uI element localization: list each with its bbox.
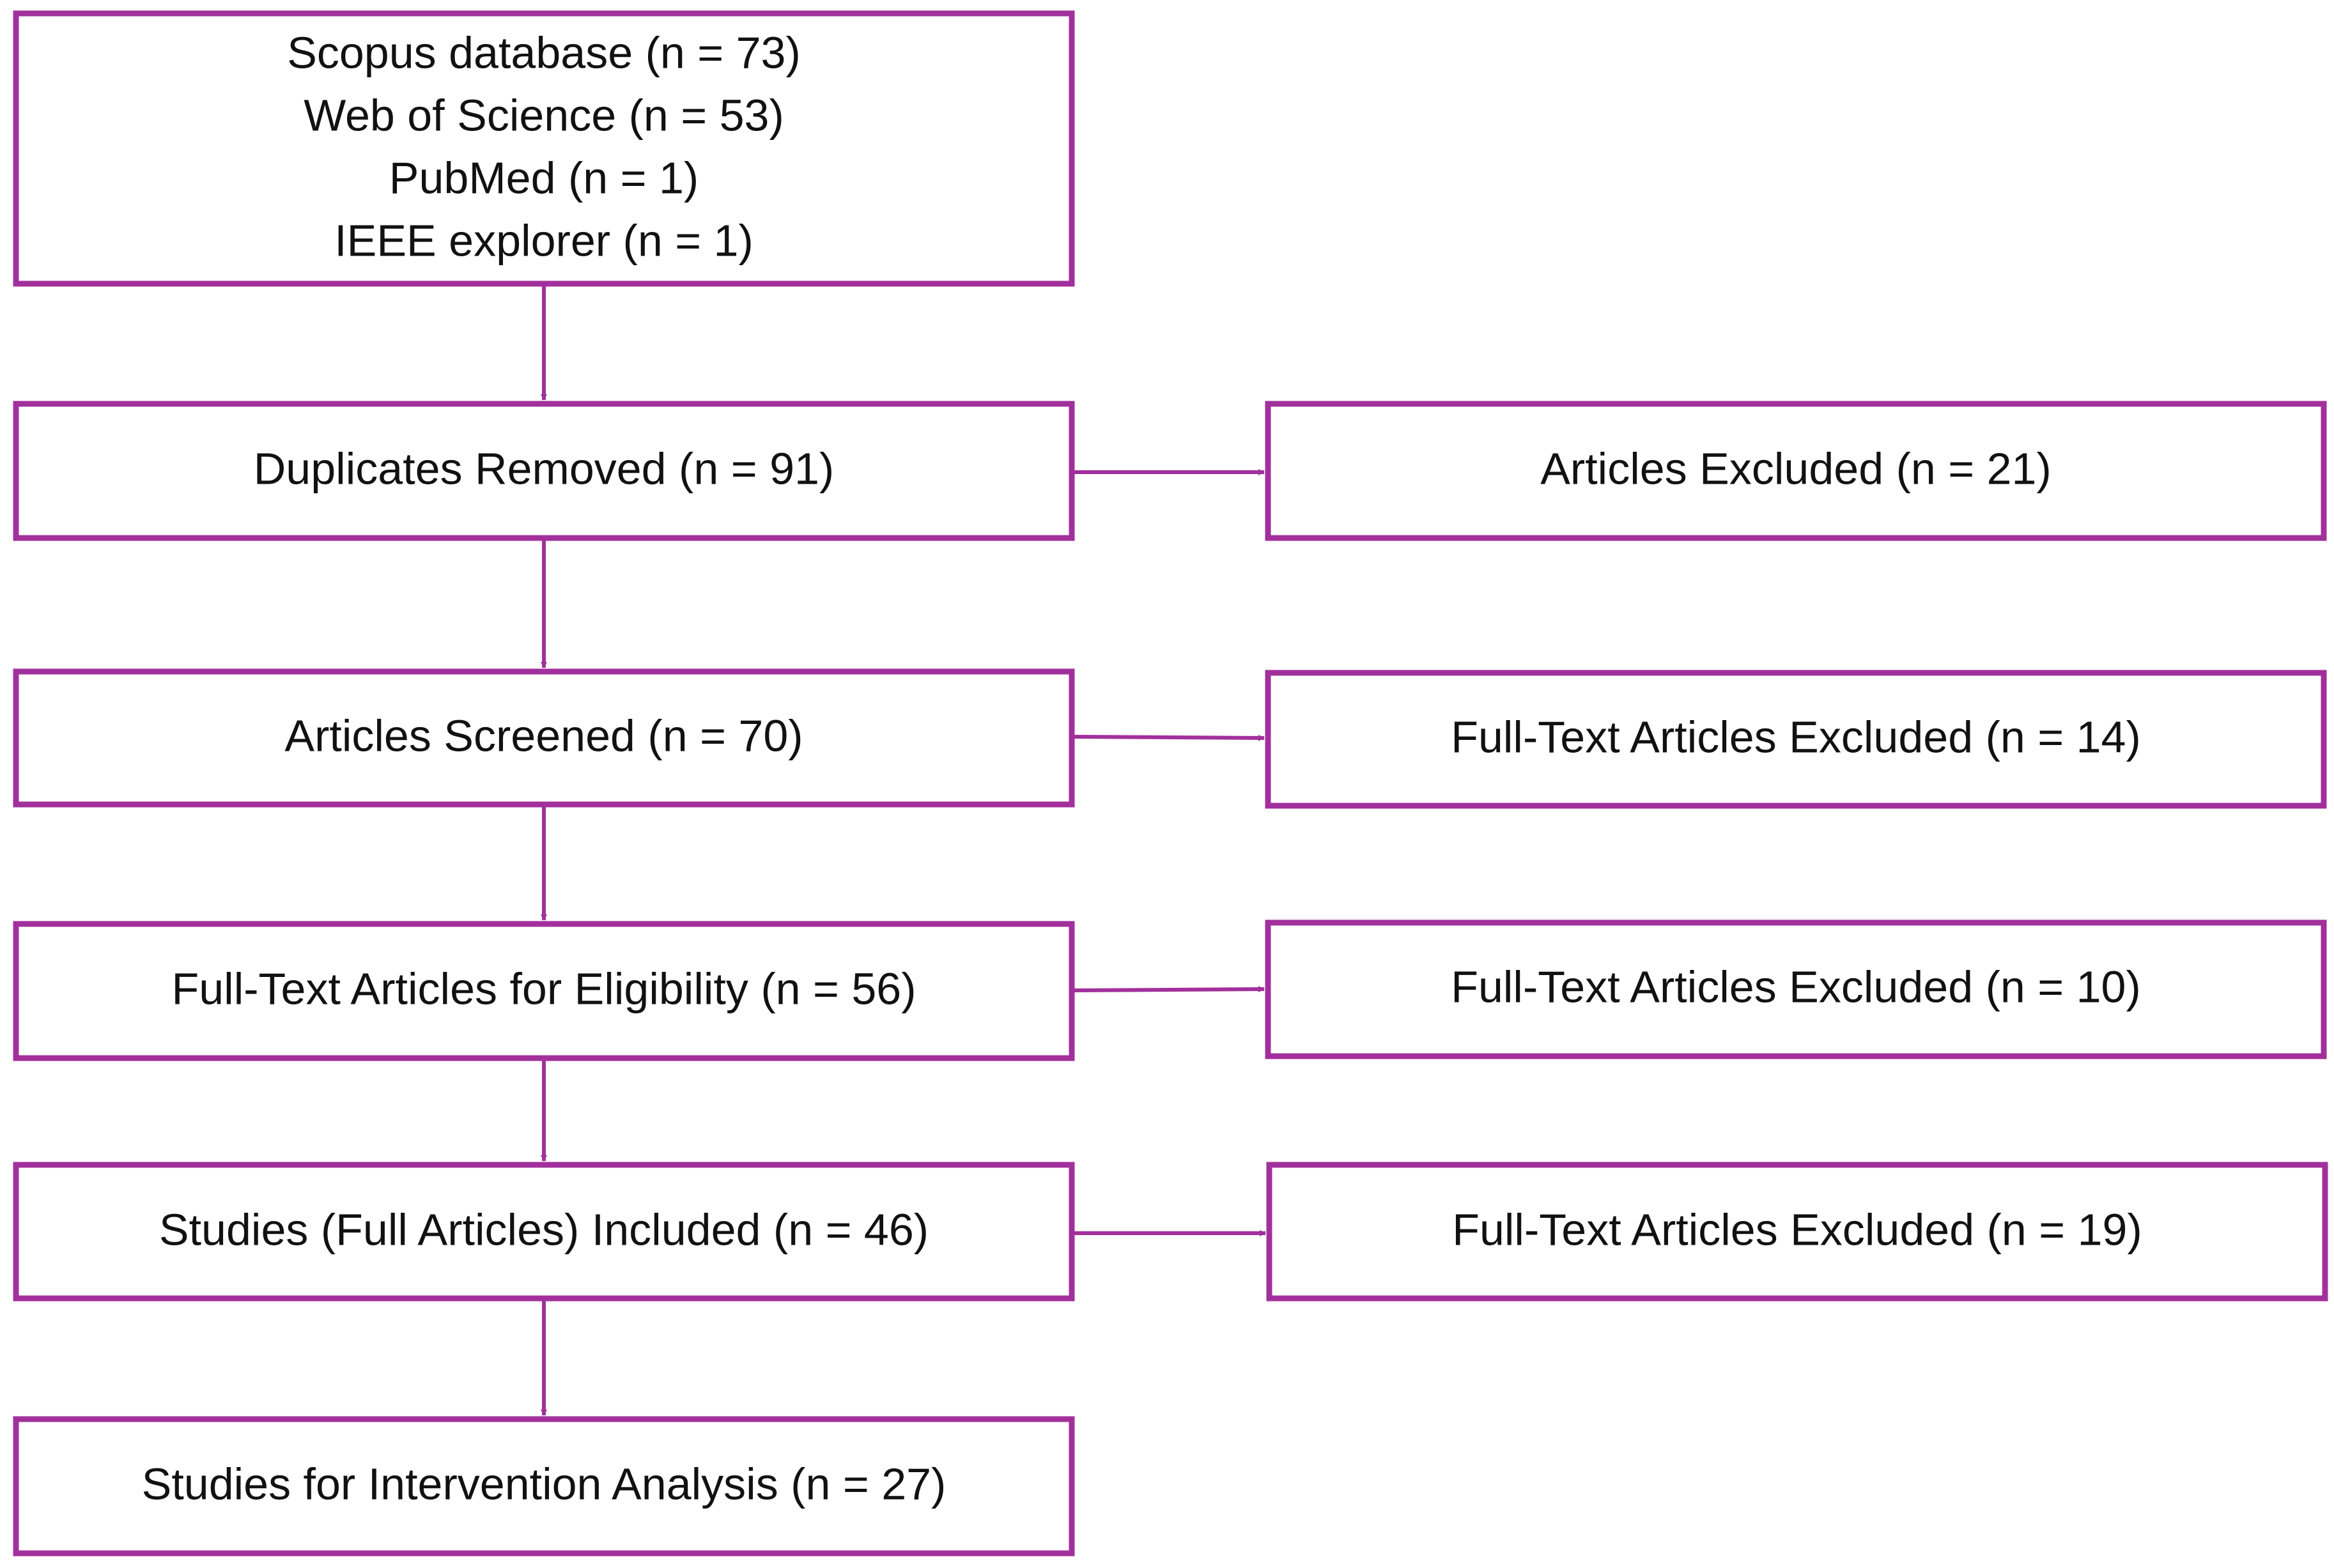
source-web-of-science: Web of Science (n = 53) [304, 90, 784, 140]
fulltext-excluded-19-box: Full-Text Articles Excluded (n = 19) [1266, 1162, 2328, 1302]
studies-included-label: Studies (Full Articles) Included (n = 46… [159, 1204, 929, 1254]
articles-screened-box: Articles Screened (n = 70) [13, 668, 1075, 808]
source-scopus: Scopus database (n = 73) [287, 27, 801, 77]
studies-included-box: Studies (Full Articles) Included (n = 46… [13, 1162, 1075, 1302]
arrow-screened-to-excluded [1074, 734, 1265, 741]
fulltext-excluded-14-label: Full-Text Articles Excluded (n = 14) [1451, 712, 2141, 762]
source-ieee: IEEE explorer (n = 1) [334, 215, 754, 265]
eligibility-label: Full-Text Articles for Eligibility (n = … [171, 964, 916, 1013]
sources-box: Scopus database (n = 73) Web of Science … [13, 10, 1075, 287]
intervention-analysis-label: Studies for Intervention Analysis (n = 2… [142, 1459, 947, 1509]
duplicates-removed-box: Duplicates Removed (n = 91) [13, 401, 1075, 541]
duplicates-removed-label: Duplicates Removed (n = 91) [254, 443, 835, 493]
fulltext-excluded-19-label: Full-Text Articles Excluded (n = 19) [1452, 1204, 2142, 1254]
source-pubmed: PubMed (n = 1) [389, 153, 699, 203]
fulltext-excluded-10-box: Full-Text Articles Excluded (n = 10) [1265, 919, 2327, 1059]
fulltext-excluded-14-box: Full-Text Articles Excluded (n = 14) [1265, 670, 2327, 809]
eligibility-box: Full-Text Articles for Eligibility (n = … [13, 921, 1075, 1061]
articles-excluded-label: Articles Excluded (n = 21) [1540, 443, 2052, 493]
articles-excluded-box: Articles Excluded (n = 21) [1265, 401, 2327, 541]
arrow-eligibility-to-excluded [1074, 986, 1265, 993]
articles-screened-label: Articles Screened (n = 70) [284, 711, 803, 760]
fulltext-excluded-10-label: Full-Text Articles Excluded (n = 10) [1451, 962, 2141, 1011]
intervention-analysis-box: Studies for Intervention Analysis (n = 2… [13, 1416, 1075, 1556]
